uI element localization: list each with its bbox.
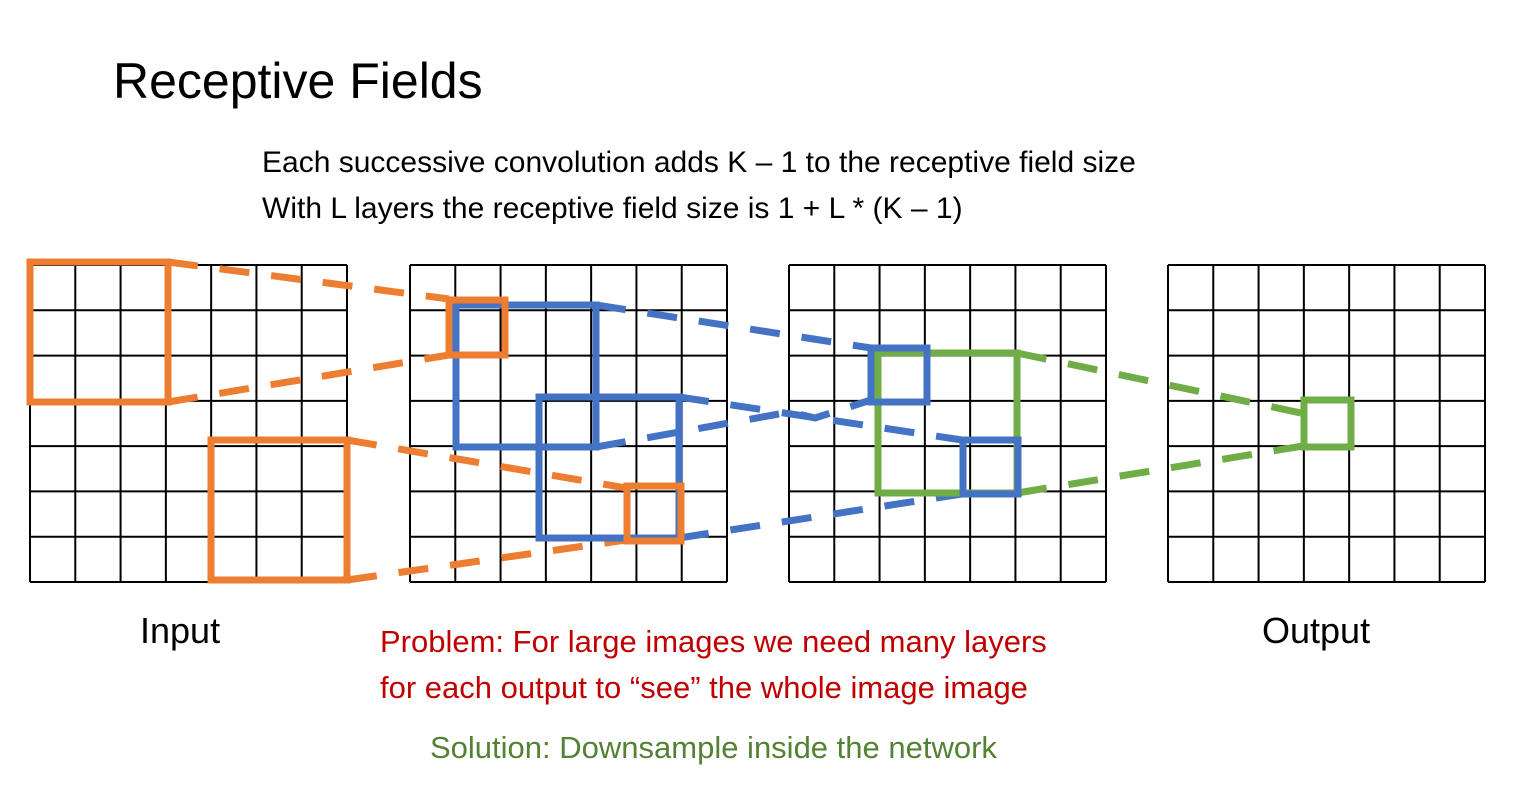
orange-projection-line xyxy=(167,258,450,303)
green-output-cell xyxy=(1300,396,1355,451)
orange-receptive-field xyxy=(207,436,351,584)
description-line-2: With L layers the receptive field size i… xyxy=(262,192,963,225)
solution-text: Solution: Downsample inside the network xyxy=(430,730,997,765)
description-line-1: Each successive convolution adds K – 1 t… xyxy=(262,146,1136,179)
input-label: Input xyxy=(140,610,221,651)
blue-output-cell xyxy=(867,344,931,406)
orange-projection-line xyxy=(346,536,627,584)
problem-line-1: Problem: For large images we need many l… xyxy=(380,624,1047,659)
input-grid xyxy=(29,264,348,583)
orange-output-cell xyxy=(445,296,509,359)
green-receptive-field xyxy=(874,349,1021,497)
problem-line-2: for each output to “see” the whole image… xyxy=(380,670,1028,705)
blue-projection-line xyxy=(678,490,963,542)
output-grid xyxy=(1167,264,1486,583)
orange-receptive-field xyxy=(26,258,172,406)
orange-output-cell xyxy=(623,482,685,545)
blue-receptive-field xyxy=(535,393,683,542)
blue-receptive-field xyxy=(452,301,600,451)
orange-projection-line xyxy=(346,436,627,492)
blue-projection-line xyxy=(595,301,872,352)
slide-title: Receptive Fields xyxy=(113,53,483,109)
output-label: Output xyxy=(1262,610,1371,651)
orange-projection-line xyxy=(167,351,450,406)
blue-output-cell xyxy=(959,436,1022,498)
